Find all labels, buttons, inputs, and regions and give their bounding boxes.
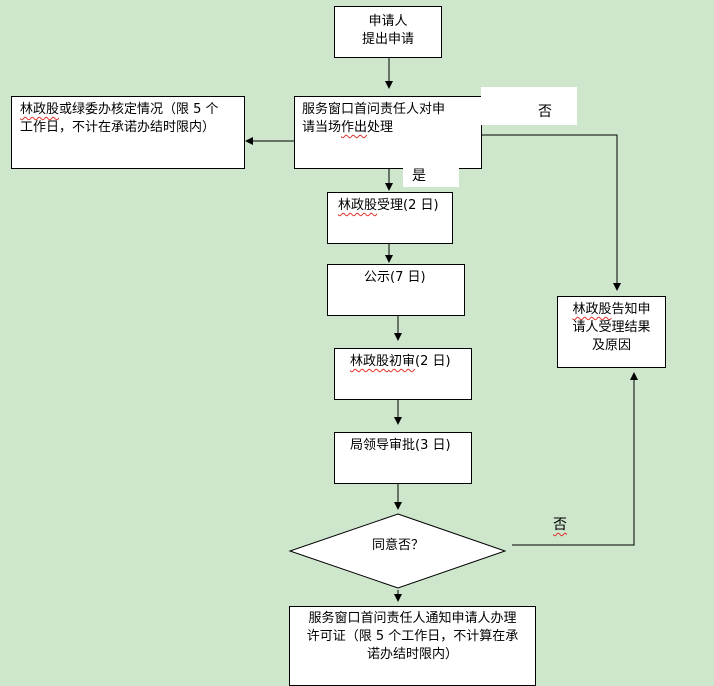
- arrow-decision-to-notify: [512, 372, 638, 546]
- approve-box: 局领导审批(3 日): [334, 432, 472, 484]
- decision-text: 同意否？: [371, 538, 424, 553]
- permit-line-3: 诺办结时限内）: [366, 647, 458, 662]
- applicant-line-1: 申请人: [368, 14, 408, 29]
- service-window-line-2: 请当场作出处理: [302, 120, 394, 135]
- notify-reason-line-1: 林政股告知申: [572, 302, 651, 317]
- accept-box: 林政股受理(2 日): [327, 192, 453, 244]
- approve-text: 局领导审批(3 日): [350, 438, 451, 453]
- notify-reason-box: 林政股告知申 请人受理结果 及原因: [557, 296, 666, 368]
- permit-box: 服务窗口首问责任人通知申请人办理 许可证（限 5 个工作日，不计算在承 诺办结时…: [289, 606, 536, 686]
- publicize-text: 公示(7 日): [364, 270, 426, 285]
- verify-line-2: 工作日，不计在承诺办结时限内）: [20, 120, 216, 135]
- decision-diamond: [288, 513, 507, 589]
- publicize-box: 公示(7 日): [327, 264, 465, 316]
- permit-line-2: 许可证（限 5 个工作日，不计算在承: [306, 629, 519, 644]
- notify-reason-line-3: 及原因: [591, 338, 631, 353]
- review-box: 林政股初审(2 日): [334, 348, 472, 400]
- notify-reason-line-2: 请人受理结果: [572, 320, 651, 335]
- label-no-bottom: 否: [553, 517, 567, 533]
- verify-line-1: 林政股或绿委办核定情况（限 5 个: [20, 102, 219, 117]
- label-yes: 是: [403, 167, 459, 187]
- service-window-box: 服务窗口首问责任人对申 请当场作出处理: [294, 96, 482, 169]
- applicant-box: 申请人 提出申请: [334, 6, 442, 58]
- arrow-window-to-notify: [481, 134, 621, 291]
- applicant-line-2: 提出申请: [361, 32, 414, 47]
- permit-line-1: 服务窗口首问责任人通知申请人办理: [308, 611, 517, 626]
- label-no-top: 否: [481, 87, 577, 125]
- verify-box: 林政股或绿委办核定情况（限 5 个 工作日，不计在承诺办结时限内）: [11, 96, 245, 169]
- service-window-line-1: 服务窗口首问责任人对申: [302, 102, 446, 117]
